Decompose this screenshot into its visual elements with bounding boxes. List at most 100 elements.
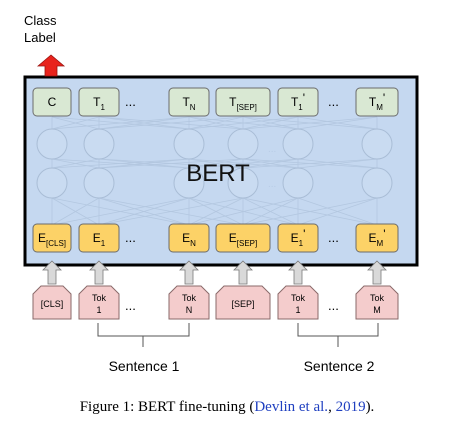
hidden-node <box>36 128 68 160</box>
hidden-node <box>227 128 259 160</box>
hidden-node <box>361 167 393 199</box>
network-connection <box>242 116 378 130</box>
network-connection <box>297 197 378 226</box>
sentence-1-bracket <box>97 323 190 347</box>
output-token-1-main: C <box>48 95 57 109</box>
class-label-line2: Label <box>24 30 56 45</box>
token-ellipsis-1: ... <box>125 298 136 313</box>
class-label-line1: Class <box>24 13 57 28</box>
input-token-2-box <box>78 285 120 320</box>
network-connection <box>188 197 299 226</box>
output-token-4-box <box>215 87 271 117</box>
caption-prefix: Figure 1: BERT fine-tuning ( <box>79 399 255 415</box>
output-token-4-main: T <box>229 95 237 109</box>
class-label-arrow <box>36 54 66 77</box>
hidden-ellipsis-1: ... <box>268 144 276 155</box>
network-connection <box>98 197 190 226</box>
output-token-3-label: TN <box>182 95 195 112</box>
network-connection <box>51 158 100 169</box>
output-token-2-main: T <box>93 95 101 109</box>
embedding-3-box <box>168 223 210 253</box>
network-connection <box>188 197 244 226</box>
embedding-5-main: E <box>291 231 299 245</box>
embedding-2-box <box>78 223 120 253</box>
network-connection <box>98 116 244 130</box>
hidden-node <box>83 167 115 199</box>
input-token-1-box <box>32 285 72 320</box>
hidden-node <box>173 128 205 160</box>
output-token-5: T1' <box>277 87 319 117</box>
embedding-1-box <box>32 223 72 253</box>
output-token-6-subscript: M <box>376 103 383 112</box>
network-connection <box>188 158 299 169</box>
input-token-2: Tok 1 <box>78 285 120 320</box>
input-token-3-line2: N <box>186 305 193 315</box>
sentence-2-bracket <box>297 323 379 347</box>
embedding-3-label: EN <box>182 231 196 248</box>
embedding-ellipsis-1: ... <box>125 230 136 245</box>
model-name: BERT <box>186 160 250 187</box>
network-connection <box>297 158 378 169</box>
embedding-1-label: E[CLS] <box>38 231 66 248</box>
embedding-2: E1 <box>78 223 120 253</box>
output-token-5-label: T1' <box>291 91 305 112</box>
input-token-4: [SEP] <box>215 285 271 320</box>
output-token-3-main: T <box>182 95 190 109</box>
output-token-3: TN <box>168 87 210 117</box>
embedding-4-label: E[SEP] <box>229 231 257 248</box>
input-token-6-line2: M <box>373 305 381 315</box>
output-token-5-main: T <box>291 95 299 109</box>
embedding-4: E[SEP] <box>215 223 271 253</box>
output-token-2-subscript: 1 <box>100 103 105 112</box>
network-connection <box>242 158 378 169</box>
output-token-6-box <box>355 87 399 117</box>
network-connection <box>98 116 190 130</box>
hidden-node <box>282 128 314 160</box>
embedding-6-subscript: M <box>377 239 384 248</box>
output-token-1-box <box>32 87 72 117</box>
embedding-ellipsis-2: ... <box>328 230 339 245</box>
output-ellipsis-2: ... <box>328 94 339 109</box>
output-token-3-box <box>168 87 210 117</box>
input-token-2-line2: 1 <box>96 305 101 315</box>
input-arrow-1 <box>42 260 62 285</box>
embedding-5-label: E1' <box>291 227 306 248</box>
input-token-2-line1: Tok <box>92 293 107 303</box>
output-token-6-main: T <box>369 95 377 109</box>
network-connection <box>188 116 244 130</box>
sentence-1-label: Sentence 1 <box>109 358 180 374</box>
embedding-4-box <box>215 223 271 253</box>
caption-separator: , <box>328 399 336 415</box>
embedding-6-main: E <box>369 231 377 245</box>
embedding-2-label: E1 <box>93 231 106 248</box>
output-token-2-label: T1 <box>93 95 105 112</box>
input-token-5-box <box>277 285 319 320</box>
hidden-node <box>173 167 205 199</box>
embedding-1-subscript: [CLS] <box>46 239 66 248</box>
network-connection <box>188 158 244 169</box>
output-token-2-box <box>78 87 120 117</box>
caption-citation-author[interactable]: Devlin et al. <box>254 399 329 415</box>
figure-caption: Figure 1: BERT fine-tuning (Devlin et al… <box>0 399 454 416</box>
network-connection <box>98 158 190 169</box>
network-connection <box>242 197 378 226</box>
input-token-3-box <box>168 285 210 320</box>
caption-citation-year[interactable]: 2019 <box>335 399 366 415</box>
output-token-4-label: T[SEP] <box>229 95 257 112</box>
embedding-5-prime: ' <box>303 227 305 241</box>
embedding-3-subscript: N <box>190 239 196 248</box>
token-ellipsis-2: ... <box>328 298 339 313</box>
input-arrows <box>42 260 387 285</box>
network-connection <box>51 197 100 226</box>
hidden-ellipsis-2: ... <box>268 179 276 190</box>
network-connection <box>51 197 190 226</box>
output-token-5-subscript: 1 <box>298 103 303 112</box>
output-token-1-label: C <box>48 95 57 109</box>
hidden-network <box>36 116 393 226</box>
embedding-1: E[CLS] <box>32 223 72 253</box>
network-connection <box>242 158 299 169</box>
input-arrow-5 <box>288 260 308 285</box>
output-token-6-label: TM' <box>369 91 385 112</box>
